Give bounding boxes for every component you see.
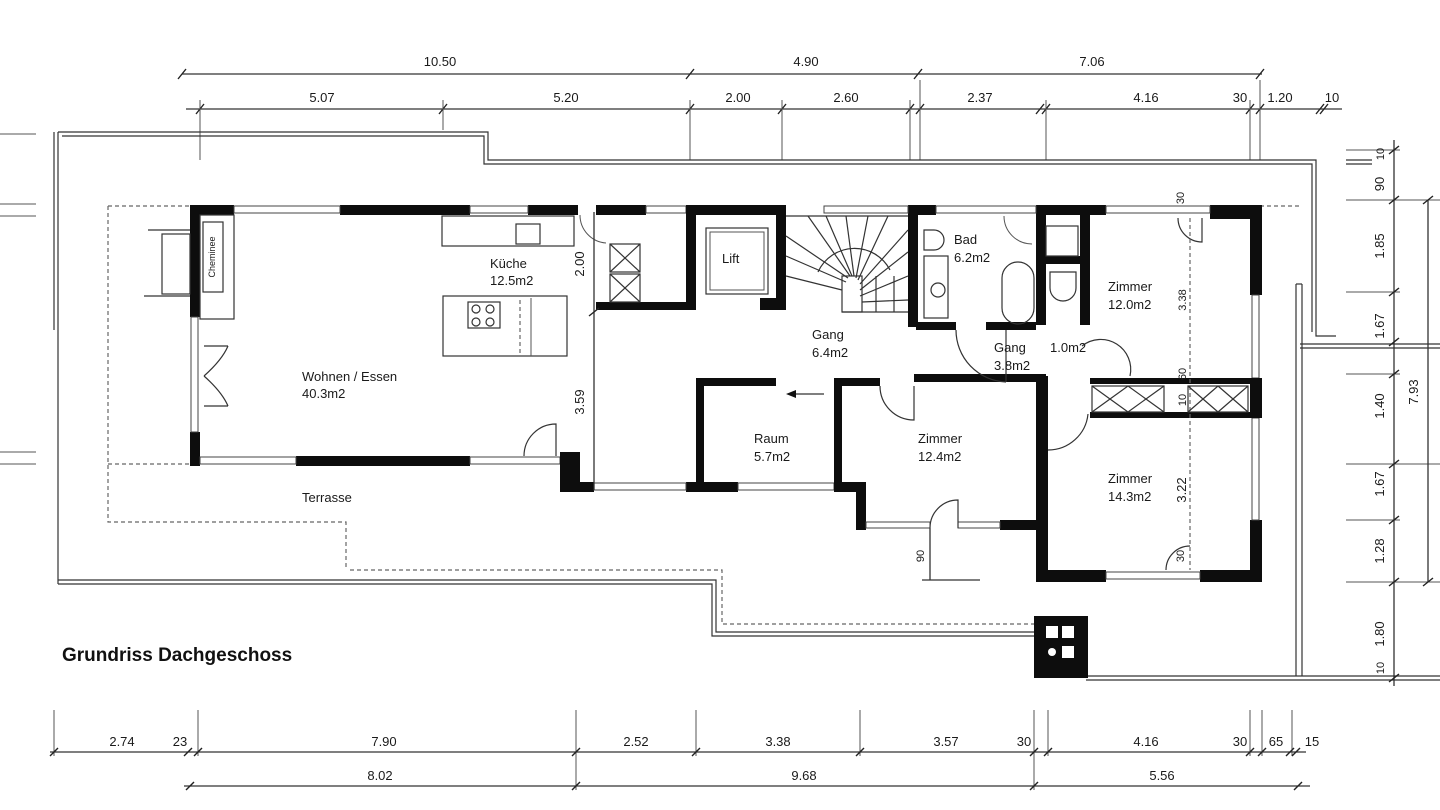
room-raum-name: Raum	[754, 431, 789, 446]
dim-right-3: 1.85	[1372, 233, 1387, 258]
room-gang-area: 6.4m2	[812, 345, 848, 360]
dim-top-inner-6: 4.16	[1133, 90, 1158, 105]
dim-zimmer-ne-sill2: 10	[1177, 394, 1189, 406]
dim-top-inner-9: 10	[1325, 90, 1339, 105]
room-gang-name: Gang	[812, 327, 844, 342]
dim-right-6: 1.67	[1372, 471, 1387, 496]
room-terrasse-name: Terrasse	[302, 490, 352, 505]
dim-bottom-inner-7: 30	[1017, 734, 1031, 749]
dim-right-5: 1.40	[1372, 393, 1387, 418]
wardrobe	[1091, 385, 1249, 413]
dim-zimmer-se-door: 30	[1175, 550, 1187, 562]
top-dimension-chain: 10.50 4.90 7.06 5.07 5.20 2.00 2.60 2.37…	[177, 54, 1342, 160]
dim-right-2: 90	[1372, 177, 1387, 191]
dim-right-8: 1.80	[1372, 621, 1387, 646]
exterior-walls	[190, 205, 1262, 582]
dim-kitchen-depth: 2.00	[572, 251, 587, 276]
dim-right-9: 10	[1375, 662, 1387, 674]
room-zimmer-se-area: 14.3m2	[1108, 489, 1151, 504]
dim-zimmer-mid-door: 90	[915, 550, 927, 562]
room-zimmer-mid-name: Zimmer	[918, 431, 963, 446]
dim-top-inner-8: 1.20	[1267, 90, 1292, 105]
terrace-boundary	[107, 205, 1300, 625]
room-zimmer-mid-area: 12.4m2	[918, 449, 961, 464]
dim-bottom-inner-11: 15	[1305, 734, 1319, 749]
room-bad-name: Bad	[954, 232, 977, 247]
dim-top-inner-7: 30	[1233, 90, 1247, 105]
dim-bottom-inner-1: 2.74	[109, 734, 134, 749]
fixtures: Cheminee	[144, 214, 1249, 678]
dim-right-4: 1.67	[1372, 313, 1387, 338]
room-zimmer-se-name: Zimmer	[1108, 471, 1153, 486]
room-raum-area: 5.7m2	[754, 449, 790, 464]
dim-right-7: 1.28	[1372, 538, 1387, 563]
room-zimmer-ne-name: Zimmer	[1108, 279, 1153, 294]
bottom-dimension-chain: 2.74 23 7.90 2.52 3.38 3.57 30 4.16 30 6…	[49, 710, 1319, 791]
room-wc-area: 1.0m2	[1050, 340, 1086, 355]
room-wohnen-area: 40.3m2	[302, 386, 345, 401]
dim-top-inner-2: 5.20	[553, 90, 578, 105]
dim-top-outer-1: 10.50	[424, 54, 457, 69]
dim-bottom-inner-9: 30	[1233, 734, 1247, 749]
dim-right-1: 10	[1375, 148, 1387, 160]
dim-zimmer-ne-width: 3.38	[1177, 289, 1189, 310]
dim-wohnen-depth: 3.59	[572, 389, 587, 414]
right-dimension-chain: 10 90 1.85 1.67 1.40 1.67 1.28 1.80 10 7…	[1346, 140, 1440, 686]
interior-dimensions: 2.00 3.59 30 3.38 60 10 3.22 30 90	[572, 192, 1189, 562]
dim-bottom-inner-6: 3.57	[933, 734, 958, 749]
dim-bottom-outer-2: 9.68	[791, 768, 816, 783]
dim-bottom-inner-10: 65	[1269, 734, 1283, 749]
left-edge-lines	[0, 133, 36, 465]
room-labels: Wohnen / Essen 40.3m2 Küche 12.5m2 Lift …	[302, 232, 1153, 505]
cheminee-label: Cheminee	[207, 236, 217, 277]
dim-zimmer-ne-sill: 60	[1177, 368, 1189, 380]
roof-outline	[53, 131, 1440, 681]
dim-top-inner-4: 2.60	[833, 90, 858, 105]
dim-bottom-inner-4: 2.52	[623, 734, 648, 749]
room-bad-area: 6.2m2	[954, 250, 990, 265]
dim-top-outer-3: 7.06	[1079, 54, 1104, 69]
dim-bottom-outer-3: 5.56	[1149, 768, 1174, 783]
dim-bottom-inner-5: 3.38	[765, 734, 790, 749]
dim-top-outer-2: 4.90	[793, 54, 818, 69]
room-kueche-name: Küche	[490, 256, 527, 271]
dim-top-inner-1: 5.07	[309, 90, 334, 105]
dim-bottom-inner-3: 7.90	[371, 734, 396, 749]
dim-bottom-inner-2: 23	[173, 734, 187, 749]
dim-bottom-inner-8: 4.16	[1133, 734, 1158, 749]
drawing-title: Grundriss Dachgeschoss	[62, 645, 292, 666]
dim-top-inner-5: 2.37	[967, 90, 992, 105]
room-lift-name: Lift	[722, 251, 740, 266]
room-gang-small-name: Gang	[994, 340, 1026, 355]
interior-walls	[596, 205, 1262, 488]
staircase	[785, 215, 909, 313]
dim-right-outer: 7.93	[1406, 379, 1421, 404]
room-kueche-area: 12.5m2	[490, 273, 533, 288]
dim-zimmer-ne-door: 30	[1175, 192, 1187, 204]
dim-bottom-outer-1: 8.02	[367, 768, 392, 783]
dim-zimmer-se-width: 3.22	[1174, 477, 1189, 502]
room-zimmer-ne-area: 12.0m2	[1108, 297, 1151, 312]
room-gang-small-area: 3.8m2	[994, 358, 1030, 373]
room-wohnen-name: Wohnen / Essen	[302, 369, 397, 384]
dim-top-inner-3: 2.00	[725, 90, 750, 105]
chimney-block	[1034, 616, 1088, 678]
